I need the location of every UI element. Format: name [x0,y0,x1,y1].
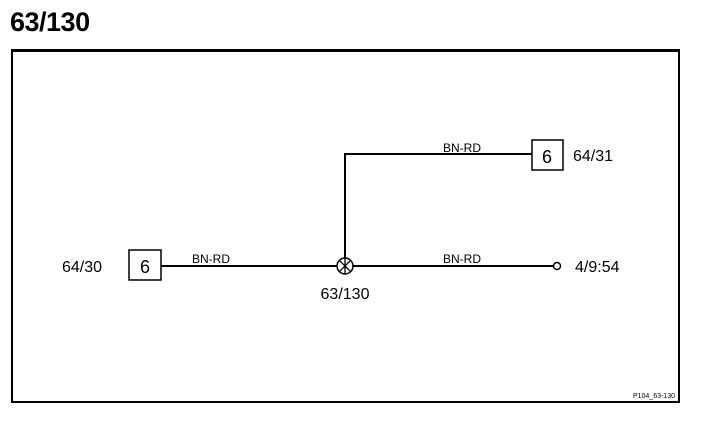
connector-left-label: 64/30 [62,259,102,276]
terminal-right-icon [552,261,562,271]
diagram-frame [11,49,680,403]
wire-label-right: BN-RD [443,252,481,266]
page-title: 63/130 [10,7,90,37]
connector-top-right-label: 64/31 [573,148,613,165]
connector-left-box [128,249,162,281]
terminal-right-label: 4/9:54 [575,259,620,276]
wire-top [344,153,532,259]
connector-top-right-pin: 6 [542,147,552,167]
wire-label-top: BN-RD [443,141,481,155]
wire-label-left: BN-RD [192,252,230,266]
splice-icon [336,257,354,275]
connector-top-right-box [531,139,564,171]
connector-left-pin: 6 [140,257,150,277]
diagram-ref: P104_63-130 [633,393,675,400]
splice-label: 63/130 [321,286,370,303]
